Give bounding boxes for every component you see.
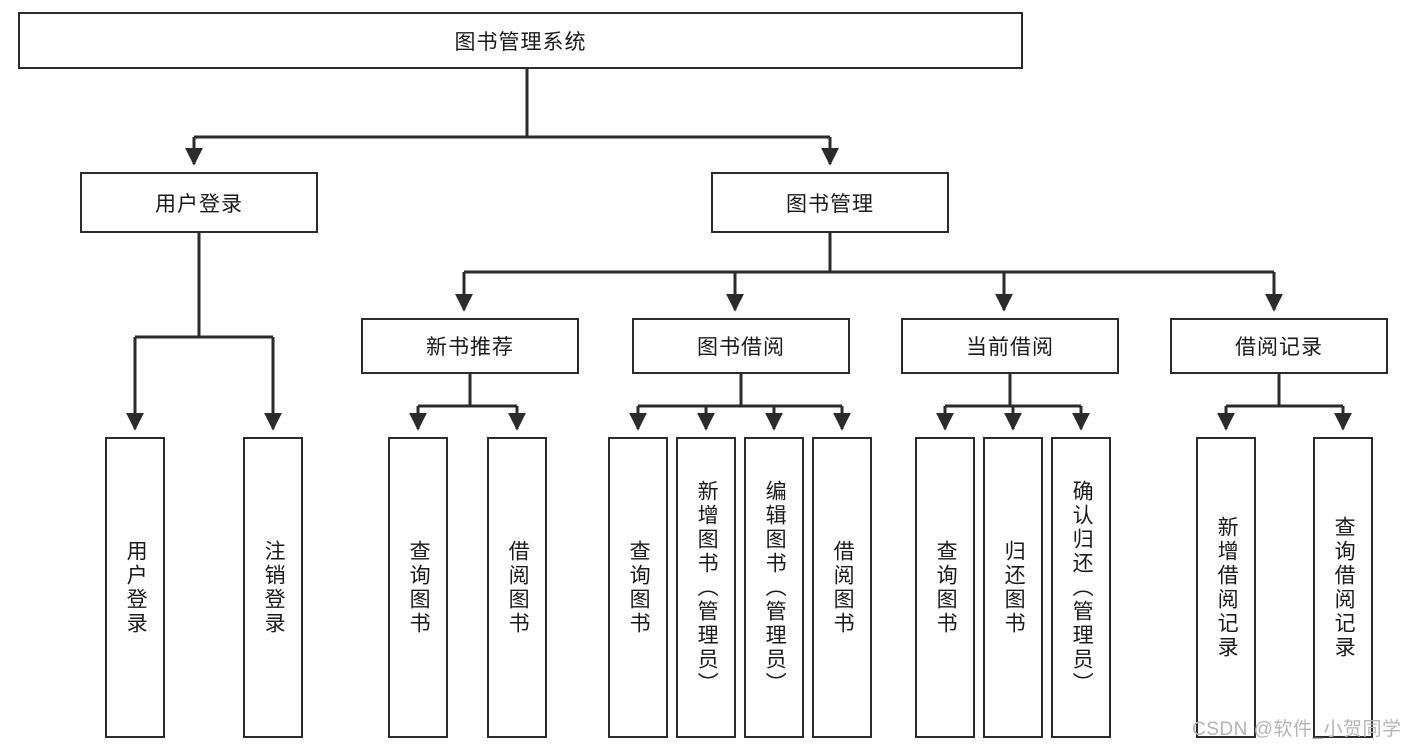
leaf-return-book[interactable]: 归还图书 (983, 437, 1043, 738)
node-book-management[interactable]: 图书管理 (711, 172, 949, 233)
node-new-book-recommend[interactable]: 新书推荐 (361, 318, 579, 374)
leaf-query-borrow-record-label: 查询借阅记录 (1332, 515, 1356, 660)
leaf-query-borrow-record[interactable]: 查询借阅记录 (1313, 437, 1373, 738)
node-book-borrow[interactable]: 图书借阅 (632, 318, 850, 374)
node-new-book-recommend-label: 新书推荐 (426, 336, 514, 359)
leaf-user-login-label: 用户登录 (124, 539, 148, 636)
leaf-query-book-recommend-label: 查询图书 (407, 539, 431, 636)
leaf-user-login[interactable]: 用户登录 (105, 437, 165, 738)
node-current-borrow-label: 当前借阅 (966, 336, 1054, 359)
leaf-logout-label: 注销登录 (262, 539, 286, 636)
leaf-add-borrow-record[interactable]: 新增借阅记录 (1196, 437, 1256, 738)
node-user-login-label: 用户登录 (155, 192, 243, 216)
node-root-label: 图书管理系统 (454, 30, 587, 54)
node-user-login[interactable]: 用户登录 (80, 172, 318, 233)
leaf-return-book-label: 归还图书 (1002, 539, 1026, 636)
leaf-add-borrow-record-label: 新增借阅记录 (1215, 515, 1239, 660)
node-current-borrow[interactable]: 当前借阅 (901, 318, 1119, 374)
leaf-borrow-book[interactable]: 借阅图书 (812, 437, 872, 738)
leaf-query-book-recommend[interactable]: 查询图书 (388, 437, 448, 738)
leaf-query-book-borrow-label: 查询图书 (627, 539, 651, 636)
node-book-borrow-label: 图书借阅 (697, 336, 785, 359)
leaf-query-book-current-label: 查询图书 (934, 539, 958, 636)
node-borrow-record[interactable]: 借阅记录 (1170, 318, 1388, 374)
node-root[interactable]: 图书管理系统 (18, 12, 1023, 69)
leaf-confirm-return-admin-label: 确认归还（管理员） (1070, 479, 1094, 696)
leaf-query-book-current[interactable]: 查询图书 (915, 437, 975, 738)
node-book-management-label: 图书管理 (786, 192, 874, 216)
leaf-borrow-book-label: 借阅图书 (831, 539, 855, 636)
leaf-add-book-admin-label: 新增图书（管理员） (695, 479, 719, 696)
leaf-logout[interactable]: 注销登录 (243, 437, 303, 738)
leaf-edit-book-admin-label: 编辑图书（管理员） (763, 479, 787, 696)
leaf-confirm-return-admin[interactable]: 确认归还（管理员） (1051, 437, 1111, 738)
leaf-edit-book-admin[interactable]: 编辑图书（管理员） (744, 437, 804, 738)
leaf-borrow-book-recommend[interactable]: 借阅图书 (487, 437, 547, 738)
leaf-query-book-borrow[interactable]: 查询图书 (608, 437, 668, 738)
watermark: CSDN @软件_小贺同学 (1192, 719, 1402, 740)
leaf-add-book-admin[interactable]: 新增图书（管理员） (676, 437, 736, 738)
leaf-borrow-book-recommend-label: 借阅图书 (506, 539, 530, 636)
node-borrow-record-label: 借阅记录 (1235, 336, 1323, 359)
